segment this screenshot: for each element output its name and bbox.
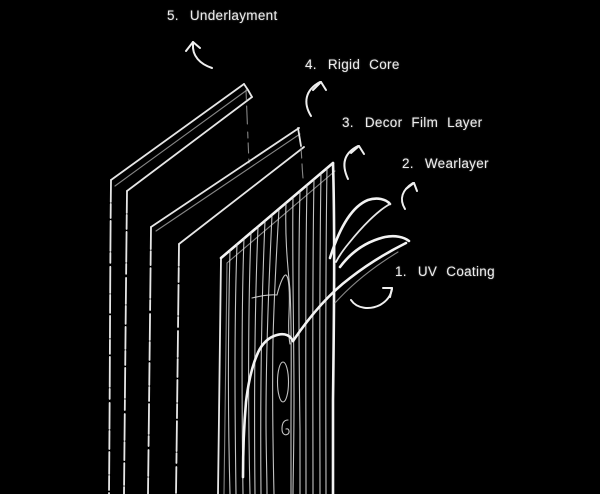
uv-coating-sheet-sketch xyxy=(241,234,411,479)
decor-film-arrow-icon xyxy=(343,145,365,180)
wood-knot-marks xyxy=(251,274,291,436)
label-wearlayer-number: 2. xyxy=(402,156,414,171)
label-underlayment-text: Underlayment xyxy=(189,8,278,23)
label-rigid-core-text: Rigid Core xyxy=(327,57,400,72)
label-wearlayer-text: Wearlayer xyxy=(424,156,489,171)
decor-film-plank-sketch xyxy=(217,161,336,494)
wood-grain-lines xyxy=(227,167,328,494)
label-decor-film-layer-text: Decor Film Layer xyxy=(364,115,483,130)
label-uv-coating-text: UV Coating xyxy=(417,264,495,279)
label-uv-coating: 1. UV Coating xyxy=(395,264,495,279)
label-wearlayer: 2. Wearlayer xyxy=(402,156,489,171)
label-rigid-core: 4. Rigid Core xyxy=(305,57,400,72)
label-rigid-core-number: 4. xyxy=(305,57,317,72)
label-underlayment: 5. Underlayment xyxy=(167,8,278,23)
uv-coating-arrow-icon xyxy=(350,287,393,309)
underlayment-arrow-icon xyxy=(185,41,213,69)
rigid-core-arrow-icon xyxy=(305,81,327,117)
label-decor-film-layer-number: 3. xyxy=(342,115,354,130)
rigid-core-board-sketch xyxy=(147,127,305,494)
label-underlayment-number: 5. xyxy=(167,8,179,23)
label-decor-film-layer: 3. Decor Film Layer xyxy=(342,115,482,130)
wearlayer-sheet-sketch xyxy=(328,197,392,263)
wearlayer-arrow-icon xyxy=(400,182,418,210)
label-uv-coating-number: 1. xyxy=(395,264,407,279)
underlayment-board-sketch xyxy=(108,83,253,494)
